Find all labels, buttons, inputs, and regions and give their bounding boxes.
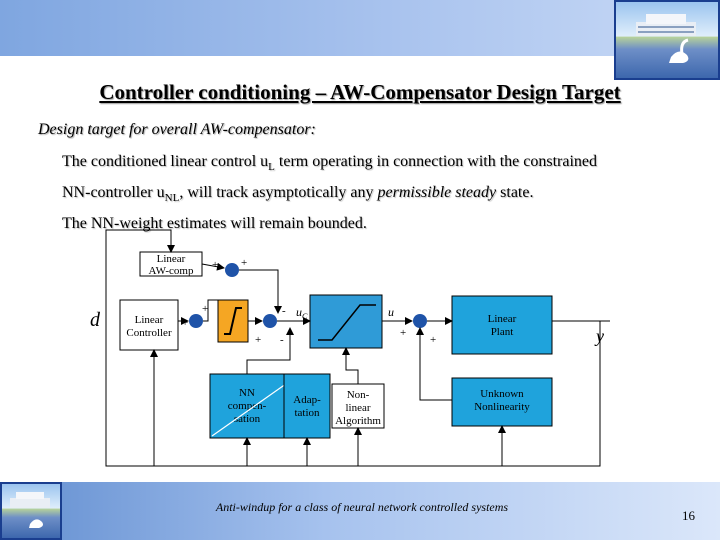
summing-junction-mid <box>263 314 277 328</box>
summing-junction-plant <box>413 314 427 328</box>
wire-nn-to-sum <box>246 327 294 374</box>
sign-controller-plus: + <box>182 317 188 329</box>
footer-text: Anti-windup for a class of neural networ… <box>215 500 509 514</box>
wire-unknown-to-sum <box>416 327 452 401</box>
nn-compensation-label-3: sation <box>234 413 261 425</box>
sign-plant-plus-2: + <box>430 334 436 346</box>
sign-plant-plus: + <box>400 327 406 339</box>
nonlinear-curve <box>318 304 376 341</box>
linear-controller-label-1: Linear <box>135 314 164 326</box>
linear-aw-comp-label-2: AW-comp <box>149 265 194 277</box>
wire-feedback-loop <box>150 321 601 467</box>
wire-algorithm-to-nonlinear <box>342 347 359 384</box>
campus-photo-logo <box>614 0 720 80</box>
nonlinear-algorithm-label-3: Algorithm <box>335 415 381 427</box>
linear-plant-label-1: Linear <box>488 313 517 325</box>
page-number: 16 <box>682 508 695 523</box>
nonlinear-algorithm-label-2: linear <box>345 402 370 414</box>
saturation-curve <box>224 307 242 335</box>
nn-compensation-label-1: NN <box>239 387 255 399</box>
adaptation-label-2: tation <box>294 407 320 419</box>
sign-mid-minus: - <box>282 305 286 317</box>
header-band <box>0 0 720 56</box>
nn-compensation-block <box>209 373 285 439</box>
unknown-nonlinearity-label-1: Unknown <box>480 388 524 400</box>
nn-compensation-label-2: compen- <box>228 400 267 412</box>
linear-controller-block <box>119 299 179 351</box>
sign-mid-minus-2: - <box>280 334 284 346</box>
block-diagram: Linear AW-comp Linear Controller Linear … <box>90 229 610 467</box>
sign-mid-plus: + <box>255 334 261 346</box>
summing-junction-controller <box>189 314 203 328</box>
wire-sum-to-saturation <box>203 299 218 322</box>
adaptation-label-1: Adap- <box>293 394 321 406</box>
body-line-1: The conditioned linear control uL term o… <box>62 153 598 174</box>
signal-u-label: u <box>388 305 394 319</box>
body-paragraph: The conditioned linear control uL term o… <box>62 149 597 236</box>
unknown-nonlinearity-block <box>451 377 553 427</box>
slide-title: Controller conditioning – AW-Compensator… <box>99 80 621 104</box>
nonlinear-algorithm-block <box>331 383 385 429</box>
linear-aw-comp-label-1: Linear <box>157 253 186 265</box>
wire-topsum-to-mid <box>239 269 282 314</box>
body-line-2: NN-controller uNL, will track asymptotic… <box>62 184 534 205</box>
slide-subtitle: Design target for overall AW-compensator… <box>38 121 316 138</box>
signal-d-label: d <box>90 309 101 331</box>
linear-plant-label-2: Plant <box>491 326 514 338</box>
wire-feedback-to-awcomp <box>105 229 175 467</box>
body-line-3: The NN-weight estimates will remain boun… <box>62 215 367 233</box>
footer-campus-logo <box>0 482 62 540</box>
adaptation-block <box>283 373 331 439</box>
wire-awcomp-to-topsum <box>201 262 225 271</box>
footer-band <box>62 482 720 540</box>
sign-controller-plus-2: + <box>202 303 208 315</box>
summing-junction-top <box>225 263 239 277</box>
sign-topsum-plus: + <box>212 259 218 271</box>
nonlinear-algorithm-label-1: Non- <box>347 389 370 401</box>
sign-topsum-plus-2: + <box>241 257 247 269</box>
linear-controller-label-2: Controller <box>126 327 172 339</box>
linear-plant-block <box>451 295 553 355</box>
signal-y-label: y <box>594 326 604 346</box>
signal-uc-label: uC <box>296 305 308 321</box>
unknown-nonlinearity-label-2: Nonlinearity <box>474 401 530 413</box>
